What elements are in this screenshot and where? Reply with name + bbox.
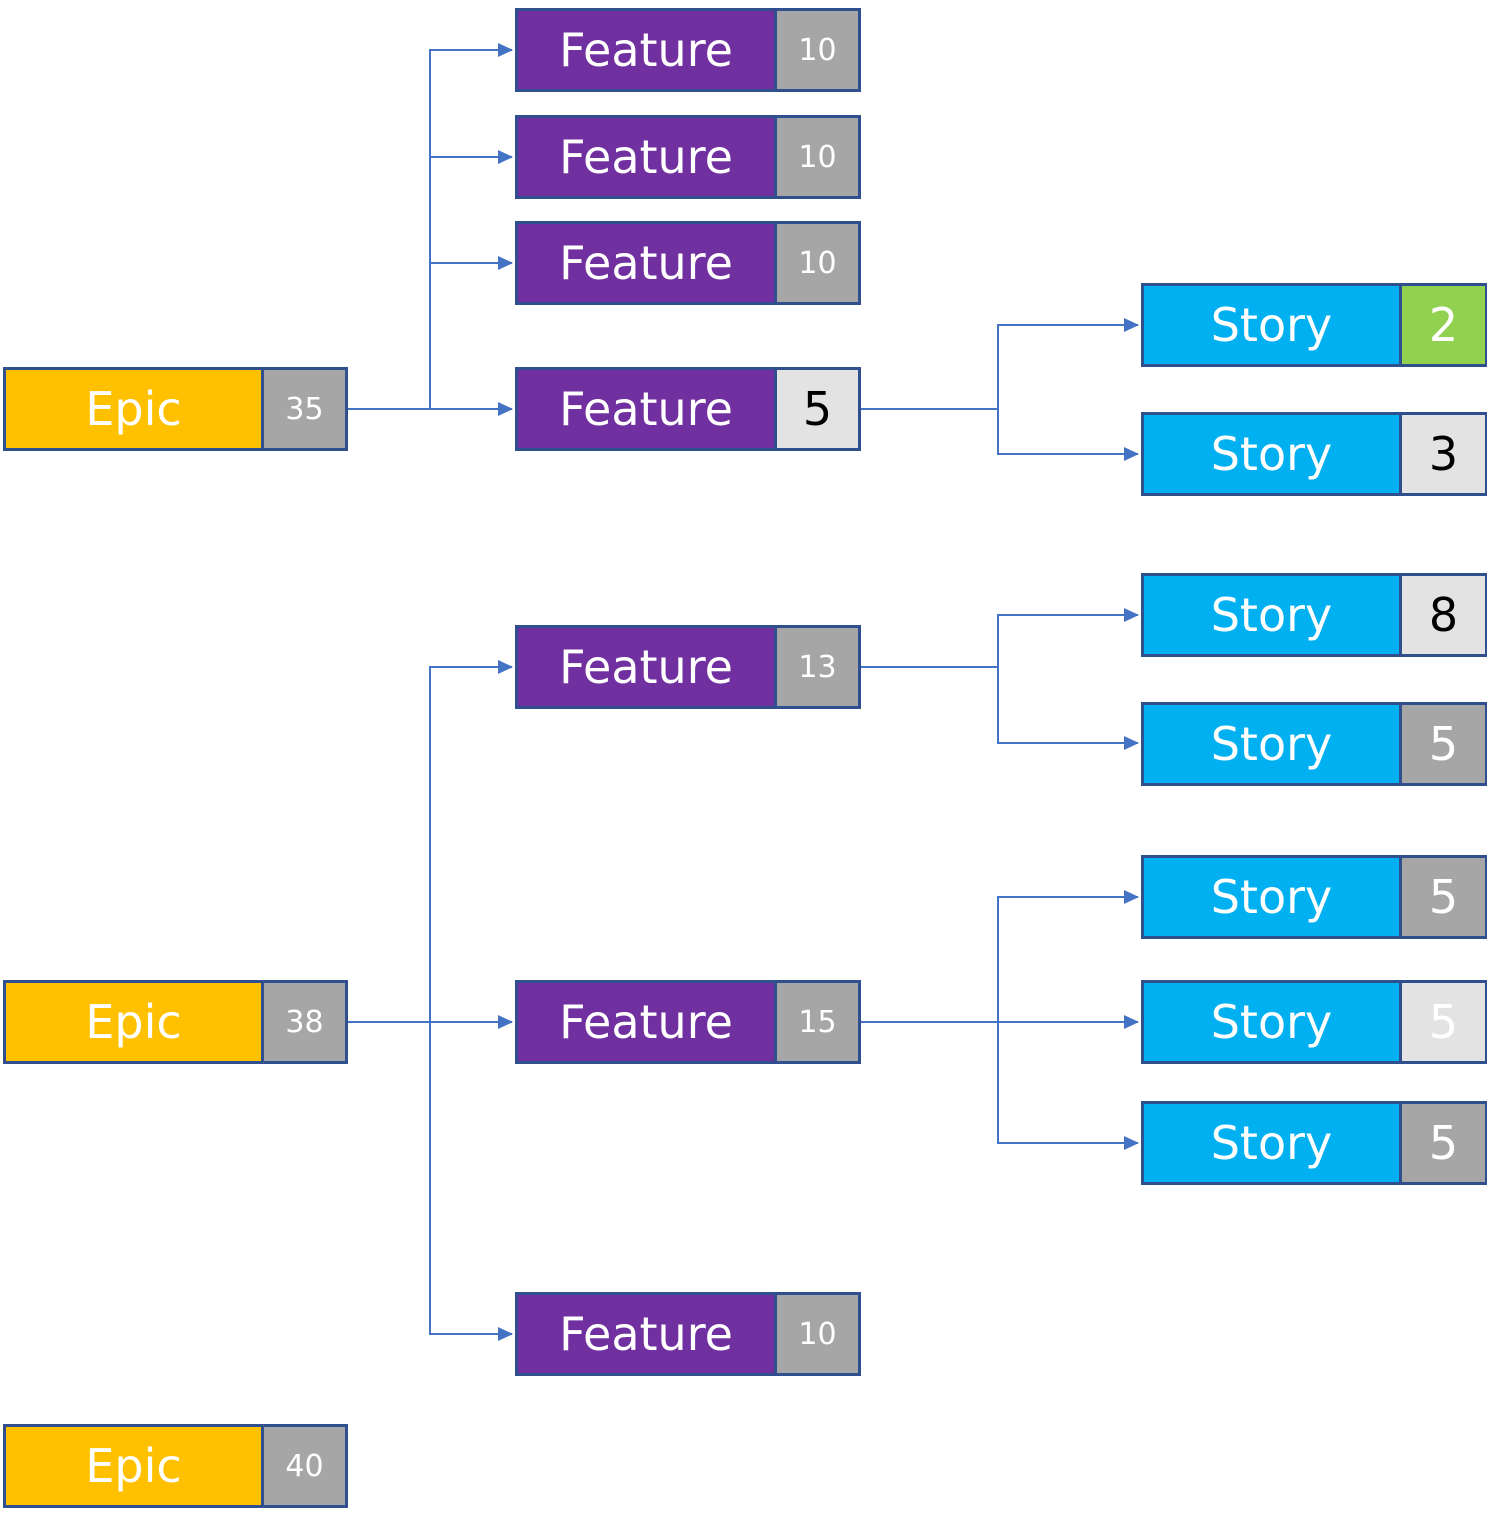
story-node[interactable]: Story 5 — [1141, 855, 1487, 939]
connector-feature4-story2 — [997, 409, 1139, 461]
feature-node[interactable]: Feature 10 — [515, 1292, 861, 1376]
feature-label: Feature — [518, 118, 774, 196]
feature-label: Feature — [518, 983, 774, 1061]
feature-node[interactable]: Feature 5 — [515, 367, 861, 451]
story-node[interactable]: Story 5 — [1141, 980, 1487, 1064]
feature-estimate: 10 — [774, 118, 858, 196]
connector-feature5-story3 — [858, 608, 1139, 668]
feature-label: Feature — [518, 628, 774, 706]
connector-feature6-story5 — [997, 890, 1139, 1022]
feature-estimate: 10 — [774, 224, 858, 302]
story-node[interactable]: Story 5 — [1141, 702, 1487, 786]
epic-node[interactable]: Epic 35 — [3, 367, 348, 451]
connector-feature6-story7 — [997, 1022, 1139, 1150]
feature-node[interactable]: Feature 10 — [515, 221, 861, 305]
feature-estimate: 10 — [774, 11, 858, 89]
feature-estimate: 10 — [774, 1295, 858, 1373]
story-label: Story — [1144, 286, 1399, 364]
story-estimate: 5 — [1399, 983, 1485, 1061]
story-label: Story — [1144, 1104, 1399, 1182]
story-estimate: 2 — [1399, 286, 1485, 364]
story-estimate: 8 — [1399, 576, 1485, 654]
epic-node[interactable]: Epic 40 — [3, 1424, 348, 1508]
feature-node[interactable]: Feature 15 — [515, 980, 861, 1064]
feature-estimate: 13 — [774, 628, 858, 706]
feature-label: Feature — [518, 1295, 774, 1373]
story-label: Story — [1144, 858, 1399, 936]
feature-node[interactable]: Feature 10 — [515, 115, 861, 199]
feature-estimate: 15 — [774, 983, 858, 1061]
connector-epic2-feature5 — [429, 660, 513, 1022]
story-estimate: 5 — [1399, 1104, 1485, 1182]
story-node[interactable]: Story 5 — [1141, 1101, 1487, 1185]
story-label: Story — [1144, 415, 1399, 493]
feature-label: Feature — [518, 370, 774, 448]
epic-estimate: 40 — [261, 1427, 345, 1505]
story-label: Story — [1144, 576, 1399, 654]
story-label: Story — [1144, 705, 1399, 783]
story-estimate: 3 — [1399, 415, 1485, 493]
story-estimate: 5 — [1399, 858, 1485, 936]
story-node[interactable]: Story 8 — [1141, 573, 1487, 657]
story-estimate: 5 — [1399, 705, 1485, 783]
connector-feature4-story1 — [858, 318, 1139, 410]
story-node[interactable]: Story 3 — [1141, 412, 1487, 496]
feature-node[interactable]: Feature 13 — [515, 625, 861, 709]
epic-estimate: 35 — [261, 370, 345, 448]
story-node[interactable]: Story 2 — [1141, 283, 1487, 367]
connector-epic2-feature7 — [429, 1022, 513, 1341]
connector-feature5-story4 — [997, 667, 1139, 750]
feature-label: Feature — [518, 11, 774, 89]
epic-label: Epic — [6, 983, 261, 1061]
epic-label: Epic — [6, 1427, 261, 1505]
feature-label: Feature — [518, 224, 774, 302]
epic-node[interactable]: Epic 38 — [3, 980, 348, 1064]
story-label: Story — [1144, 983, 1399, 1061]
connector-epic1-feature1 — [346, 43, 513, 410]
feature-estimate: 5 — [774, 370, 858, 448]
epic-label: Epic — [6, 370, 261, 448]
feature-node[interactable]: Feature 10 — [515, 8, 861, 92]
epic-estimate: 38 — [261, 983, 345, 1061]
